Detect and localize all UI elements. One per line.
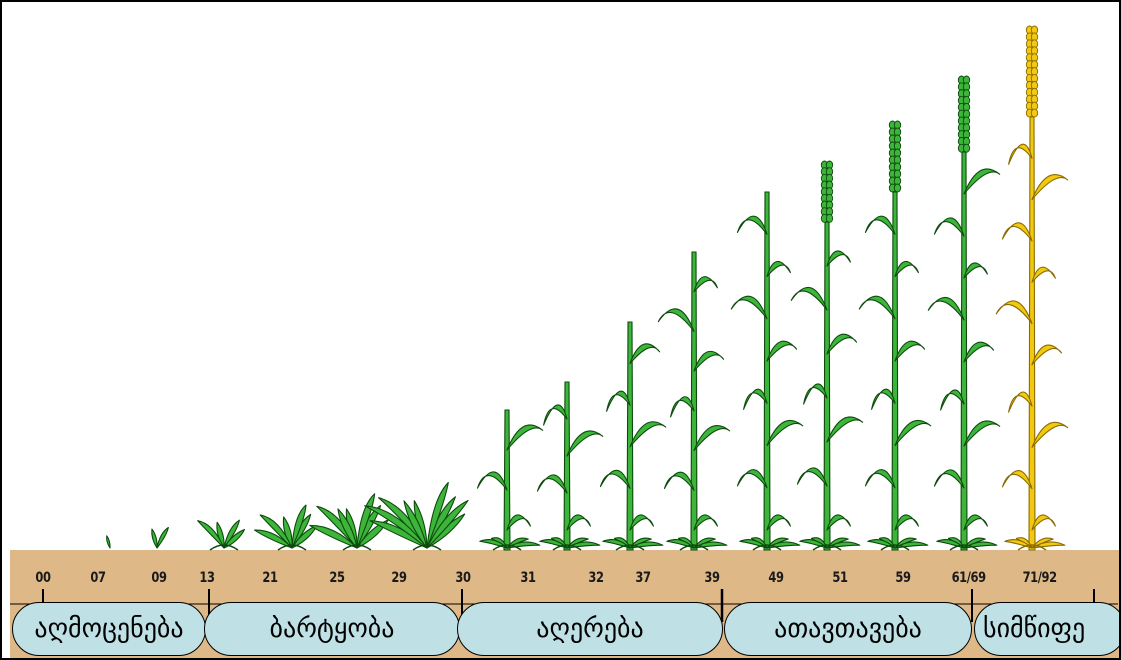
stage-emergence-label: აღმოცენება bbox=[34, 614, 183, 644]
stage-tillering: ბარტყობა bbox=[204, 602, 460, 656]
stage-stem-elongation-label: აღერება bbox=[536, 614, 643, 644]
stage-stem-elongation: აღერება bbox=[457, 602, 723, 656]
stage-ripening-label: სიმწიფე bbox=[983, 614, 1085, 644]
stage-emergence: აღმოცენება bbox=[12, 602, 206, 656]
stage-heading-label: ათავთავება bbox=[774, 614, 922, 644]
stage-heading: ათავთავება bbox=[724, 602, 972, 656]
stage-tillering-label: ბარტყობა bbox=[270, 614, 395, 644]
stage-ripening: სიმწიფე bbox=[974, 602, 1121, 656]
